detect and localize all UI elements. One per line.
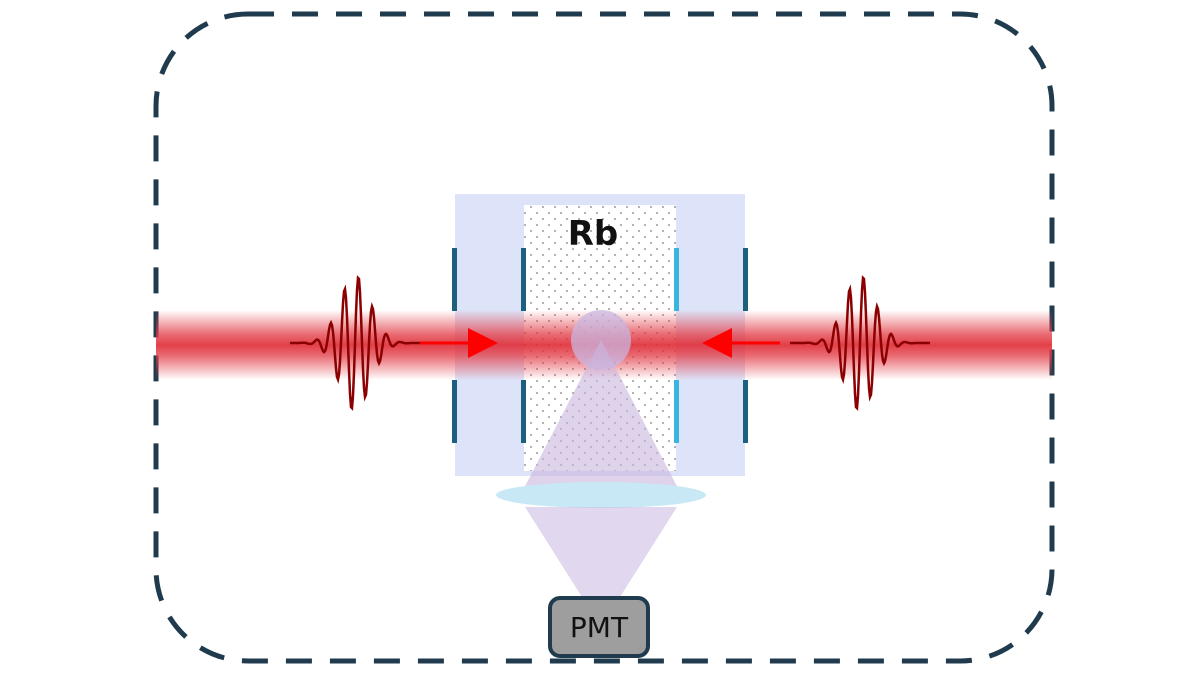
right-inner-window — [674, 380, 679, 443]
right-outer-window — [743, 380, 748, 443]
interaction-spot — [571, 310, 631, 370]
left-inner-window — [521, 248, 526, 311]
left-pulse-icon — [290, 275, 425, 411]
right-pulse-icon — [790, 275, 930, 411]
fluorescence-cone — [521, 340, 681, 494]
pmt-label: PMT — [569, 610, 629, 644]
collection-cone — [525, 507, 677, 597]
cell-windows — [452, 248, 748, 443]
rb-cell-label: Rb — [567, 214, 619, 254]
right-inner-window — [674, 248, 679, 311]
left-outer-window — [452, 380, 457, 443]
enclosure-outline — [153, 11, 1055, 664]
left-outer-window — [452, 248, 457, 311]
left-inner-window — [521, 380, 526, 443]
collection-lens — [496, 482, 706, 508]
pmt-detector: PMT — [548, 596, 650, 658]
right-outer-window — [743, 248, 748, 311]
